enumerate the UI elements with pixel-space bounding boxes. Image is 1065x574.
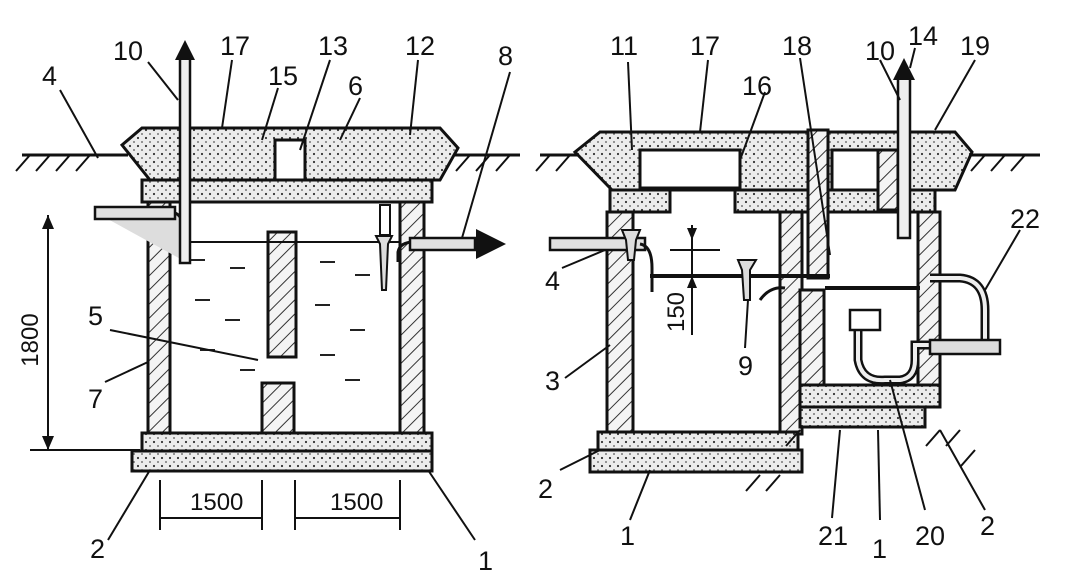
dim-width-right-label: 1500 [330, 489, 383, 516]
inlet-elbow-right [639, 242, 654, 292]
label-8: 8 [498, 41, 513, 71]
label-19: 19 [960, 31, 990, 61]
left-tank: 1800 1500 1500 10 17 13 12 8 4 [15, 31, 520, 574]
transfer-pipe [758, 286, 786, 301]
siphon-cap [848, 308, 882, 332]
label-10-right: 10 [865, 36, 895, 66]
label-6: 6 [348, 71, 363, 101]
label-17-right: 17 [690, 31, 720, 61]
label-3: 3 [545, 366, 560, 396]
inlet-pipe-right [548, 236, 647, 252]
filter-bed-20 [798, 383, 942, 409]
label-14: 14 [908, 21, 938, 51]
tee-fitting-left [374, 235, 394, 291]
label-2-right-b: 2 [980, 511, 995, 541]
tee-fitting-9 [736, 259, 758, 301]
label-12: 12 [405, 31, 435, 61]
bottom-slab-lower-right [588, 448, 804, 474]
label-20: 20 [915, 521, 945, 551]
tee-fitting-right [620, 229, 642, 261]
label-2-left: 2 [90, 534, 105, 564]
label-15: 15 [268, 61, 298, 91]
label-5: 5 [88, 301, 103, 331]
dim-level-label: 150 [663, 292, 690, 332]
ground-hatch-left [15, 154, 91, 172]
partition-lower [260, 381, 296, 437]
leader-lines-right [559, 47, 1021, 521]
vent-pipe-right [896, 76, 912, 240]
label-17-left: 17 [220, 31, 250, 61]
bottom-slab-lower-left [130, 449, 434, 473]
right-tank: 150 11 17 16 18 10 14 19 22 [535, 21, 1040, 564]
partition-upper [266, 230, 298, 359]
vent-wall-18 [806, 128, 830, 280]
vent-arrow-left [175, 40, 195, 60]
vent-arrow-right [893, 58, 915, 80]
outlet-pipe-body [408, 236, 477, 252]
water-marks-left [190, 259, 370, 381]
hatch-19 [830, 148, 884, 192]
bottom-slab-upper-left [140, 431, 434, 453]
label-21: 21 [818, 521, 848, 551]
ventilation-riser-12 [379, 204, 391, 236]
label-1-right-a: 1 [620, 521, 635, 551]
label-2-right-a: 2 [538, 474, 553, 504]
label-11: 11 [610, 31, 638, 61]
label-13: 13 [318, 31, 348, 61]
hatch-16 [638, 148, 742, 190]
label-22: 22 [1010, 204, 1040, 234]
label-9: 9 [738, 351, 753, 381]
inlet-pipe-body [93, 205, 177, 221]
label-18: 18 [782, 31, 812, 61]
label-16: 16 [742, 71, 772, 101]
ground-hatch-right-d [745, 474, 781, 492]
leader-lines-left [59, 59, 511, 541]
ground-hatch-right-a [535, 154, 571, 172]
label-1-left: 1 [478, 546, 493, 574]
label-10-left: 10 [113, 36, 143, 66]
vent-stack-19 [876, 148, 900, 212]
label-4-right: 4 [545, 266, 560, 296]
bottom-slab-upper-right [596, 430, 800, 452]
vent-pipe-left [178, 56, 192, 265]
hatch-opening [273, 138, 307, 182]
dim-150-arrows [687, 228, 697, 288]
filter-base-21 [798, 405, 927, 429]
beam-right-a [608, 188, 672, 214]
cover-slab-right [572, 130, 974, 192]
drain-pipe [928, 338, 1002, 356]
ground-hatch-right-c [785, 429, 976, 467]
outer-wall-right-right [916, 210, 942, 404]
label-1-right-b: 1 [872, 534, 887, 564]
dim-width-left-label: 1500 [190, 489, 243, 516]
label-7: 7 [88, 384, 103, 414]
ground-hatch-right-b [970, 154, 1026, 172]
dim-height-label: 1800 [17, 313, 44, 366]
label-4-left: 4 [42, 61, 57, 91]
